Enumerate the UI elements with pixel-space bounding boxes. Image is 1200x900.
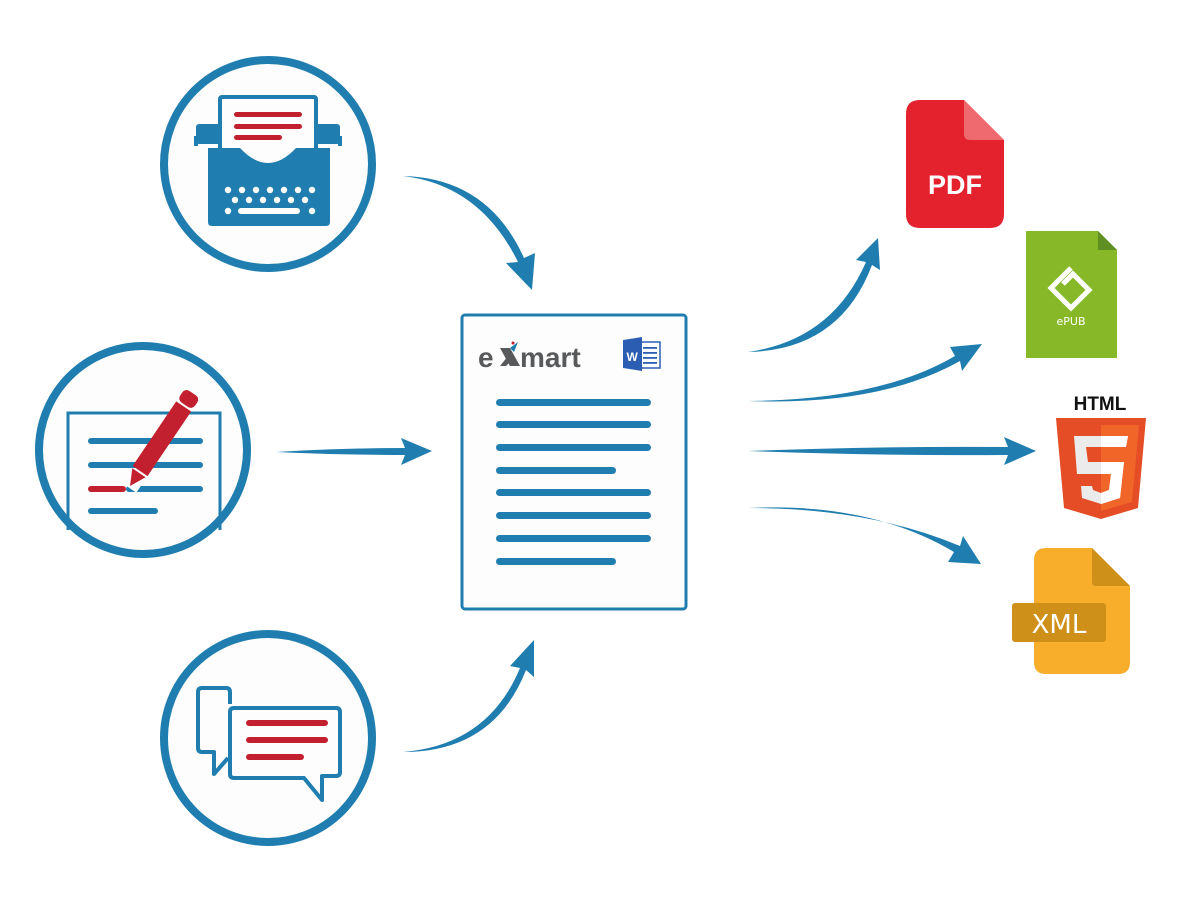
html-output: HTML [1056,394,1146,519]
arrow-to-pdf [748,238,880,352]
arrow-typewriter-to-document [403,176,535,290]
xml-output: XML [1012,548,1130,674]
input-arrows [276,176,535,752]
pdf-file-icon [906,100,1004,228]
html5-shield-icon [1056,418,1146,519]
arrow-editing-to-document [276,438,432,465]
output-arrows [748,238,1036,564]
html-label: HTML [1074,394,1127,415]
editing-input [35,342,251,558]
conversation-input [160,630,376,846]
word-badge-letter: W [627,350,639,364]
epub-output: ePUB [1026,231,1117,358]
arrow-to-xml [748,507,981,564]
exmart-document: e mart W [460,313,688,611]
pdf-output: PDF [906,100,1004,228]
typewriter-input [160,56,376,272]
typewriter-icon [194,95,342,226]
arrow-to-html [748,437,1036,465]
exmart-logo: e mart [478,341,581,373]
pencil-document-icon [66,390,222,530]
epub-logo [1047,266,1093,312]
xml-label: XML [1032,610,1087,640]
document-text-lines [496,399,651,565]
word-icon: W [623,337,661,371]
epub-file-icon [1026,231,1117,358]
arrow-to-epub [748,344,982,402]
pdf-label: PDF [928,170,982,200]
editing-circle [35,342,251,558]
logo-suffix: mart [520,342,581,373]
epub-label: ePUB [1057,315,1086,328]
logo-prefix: e [478,342,494,373]
arrow-conversation-to-document [403,640,534,752]
